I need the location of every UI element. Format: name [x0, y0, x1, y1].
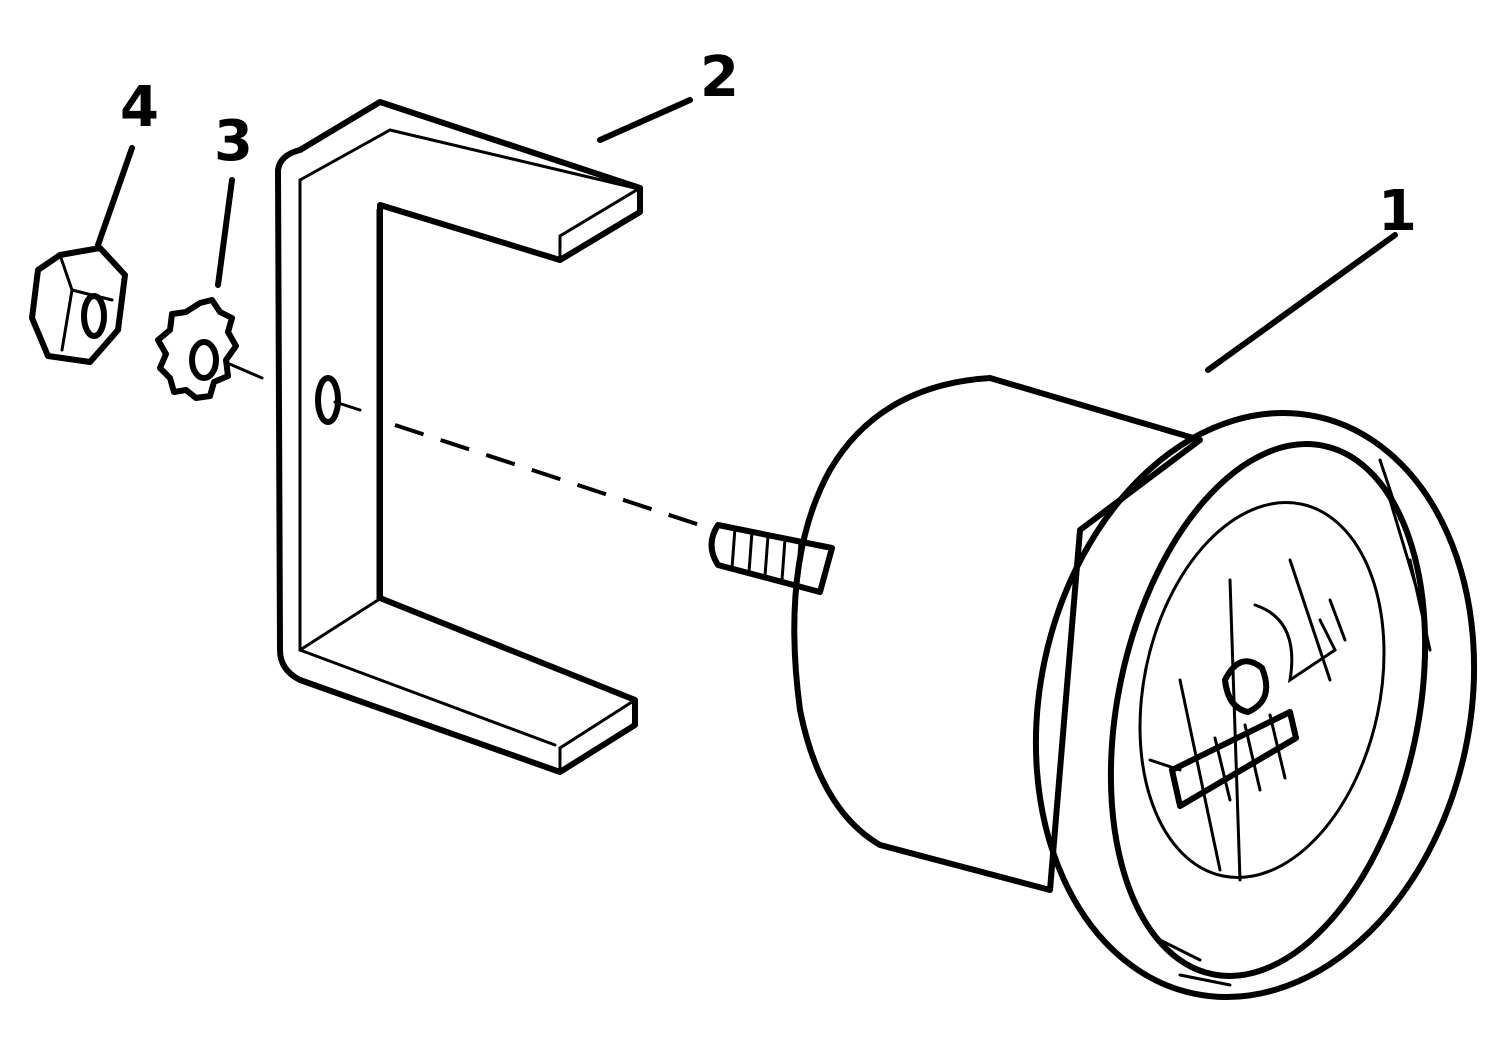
gauge-body — [791, 375, 1203, 893]
lock-washer — [155, 297, 239, 401]
hex-nut — [29, 245, 128, 365]
axis-dash-short — [223, 360, 264, 380]
axis-dash-main — [394, 423, 716, 532]
gauge-dial — [1148, 558, 1347, 882]
callout-3: 3 — [214, 109, 253, 174]
leader-line-1 — [1205, 232, 1398, 373]
gauge — [708, 375, 1478, 1000]
callout-4: 4 — [120, 75, 159, 140]
u-bracket — [275, 99, 643, 775]
leader-lines — [95, 97, 1398, 373]
leader-line-2 — [597, 97, 693, 143]
gauge-bezel — [1032, 410, 1478, 1000]
callout-1: 1 — [1378, 179, 1417, 244]
gauge-stud — [708, 522, 835, 595]
callout-2: 2 — [700, 45, 739, 110]
leader-line-4 — [95, 145, 135, 248]
leader-line-3 — [215, 177, 235, 288]
